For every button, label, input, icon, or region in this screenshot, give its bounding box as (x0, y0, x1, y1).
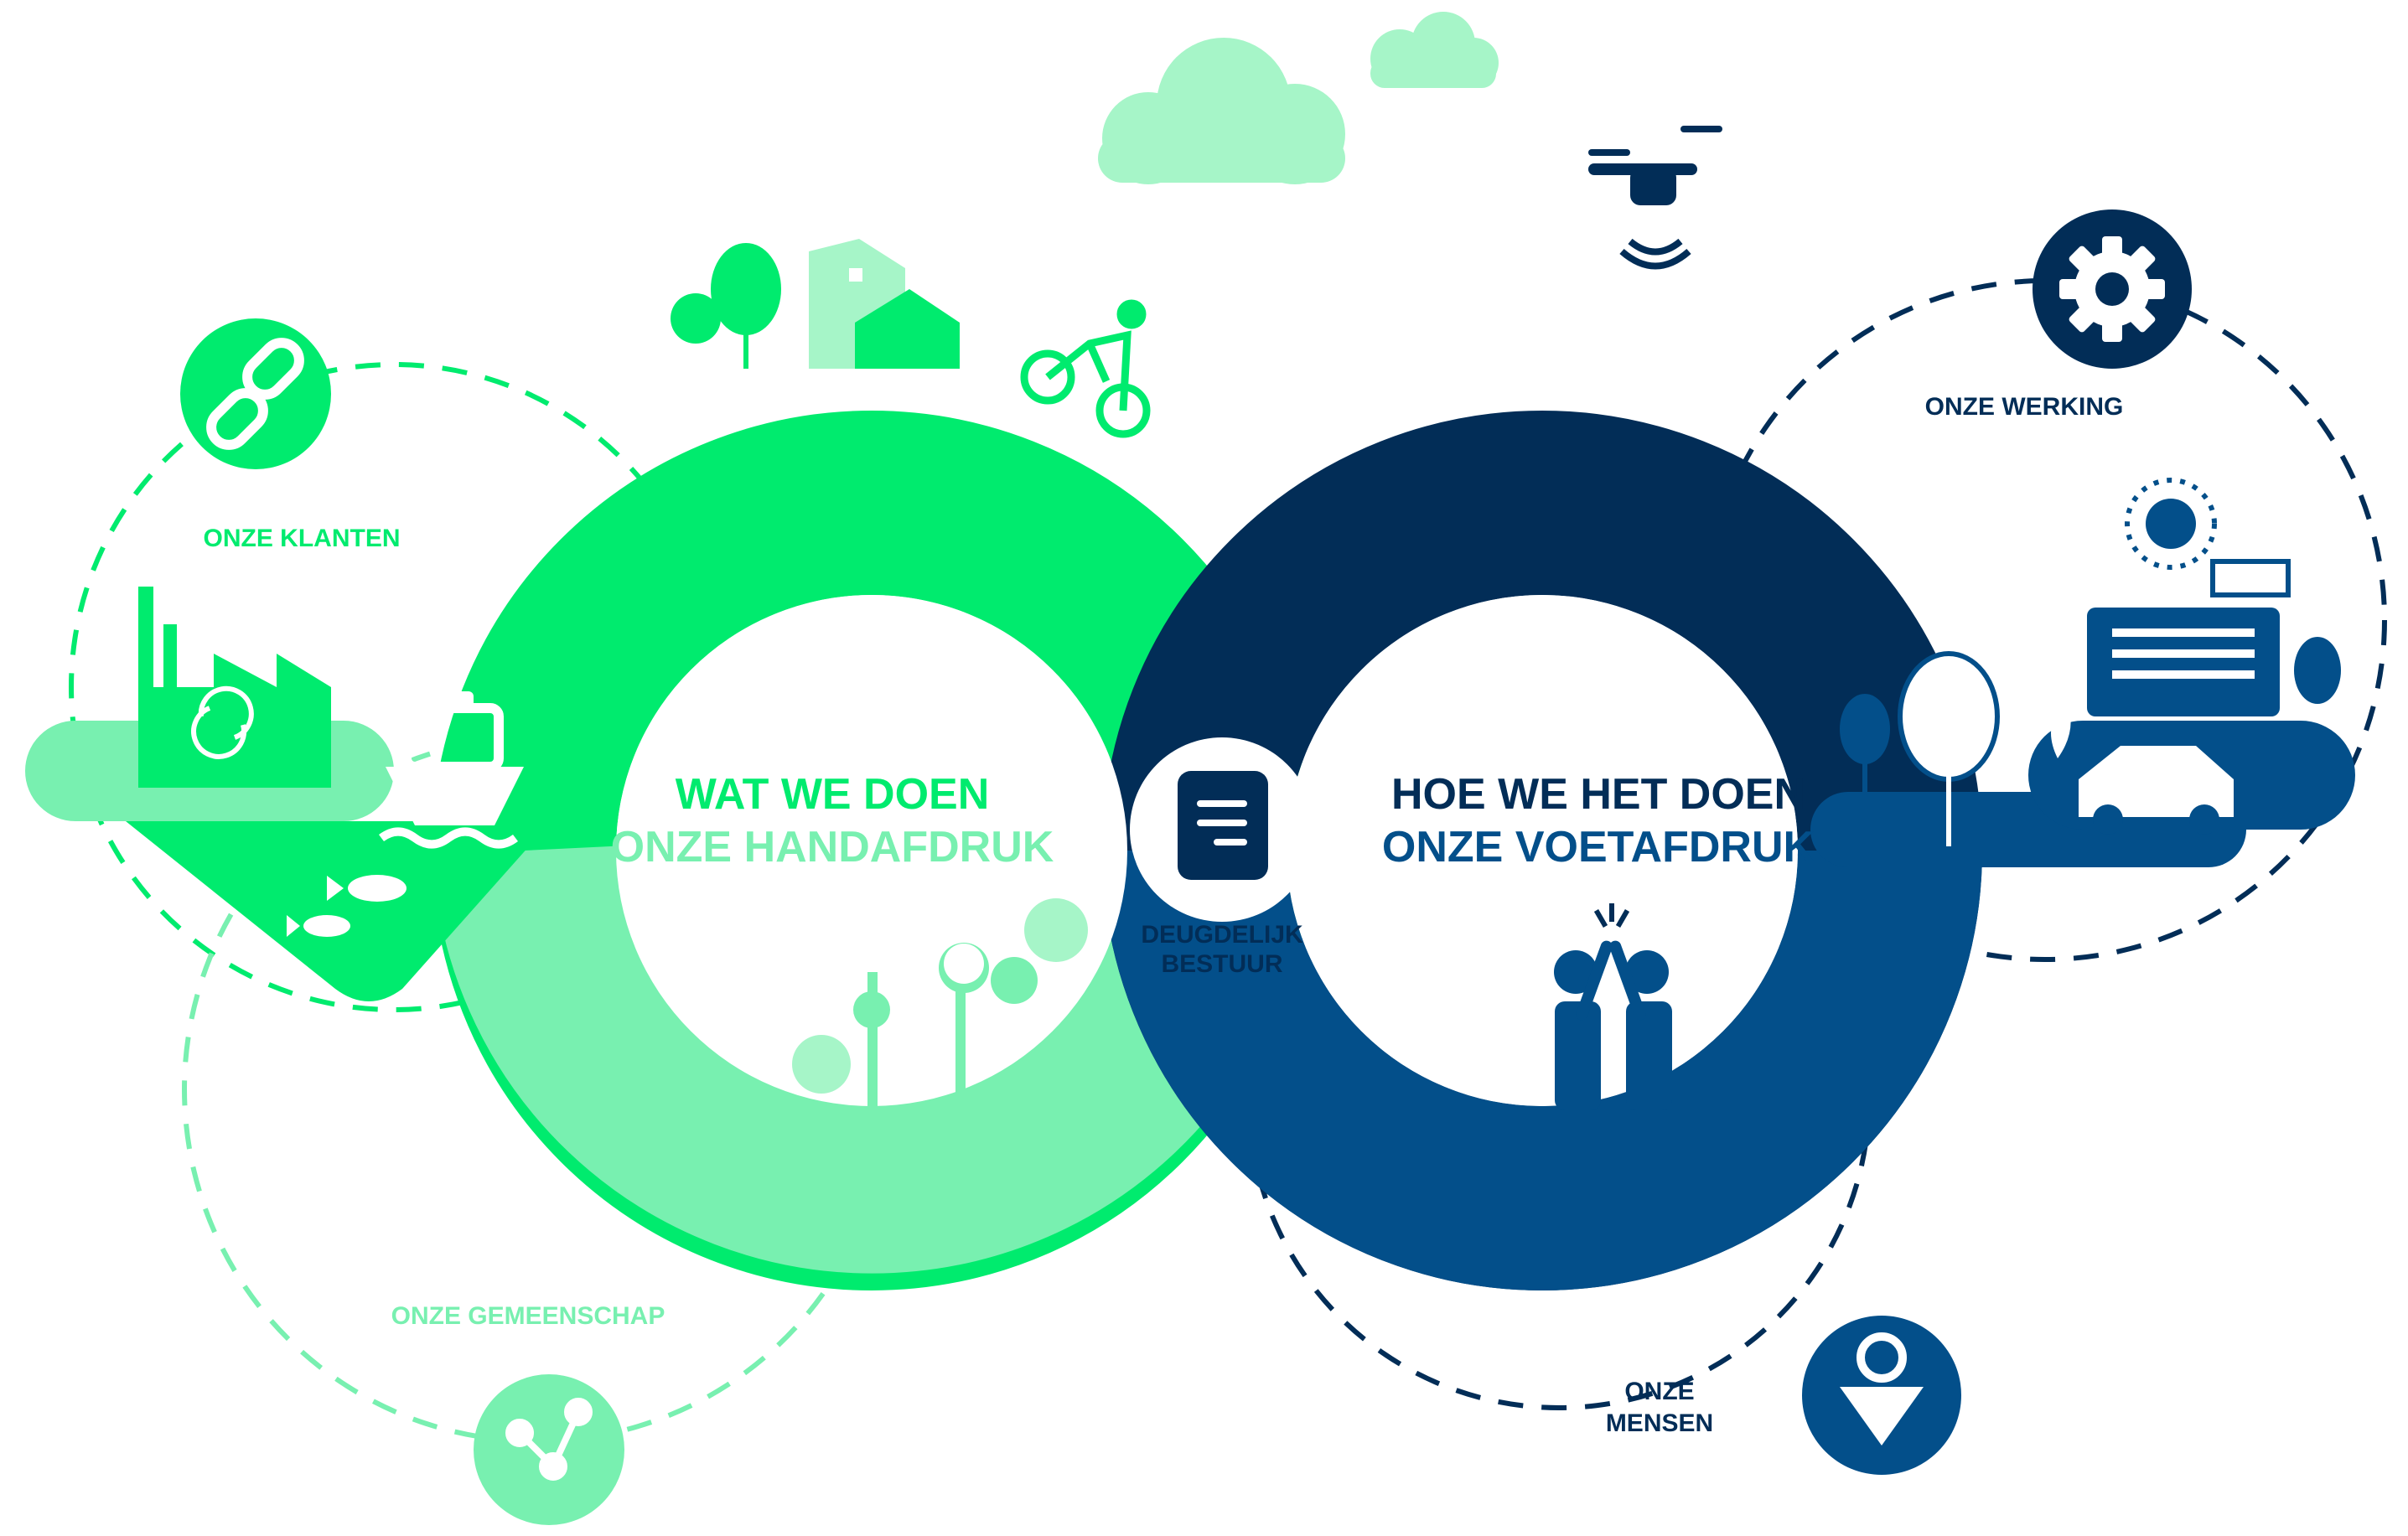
cloud-icon-small (1370, 12, 1499, 88)
cyclist-icon (1020, 299, 1151, 438)
document-icon (1178, 771, 1268, 880)
center-node (1130, 737, 1314, 922)
fish-icon (287, 875, 407, 937)
ship-icon (379, 691, 524, 849)
label-onze-mensen-line1: ONZE (1624, 1378, 1694, 1405)
high-five-people-icon (1554, 903, 1672, 1110)
center-label: DEUGDELIJK BESTUUR (1141, 921, 1303, 978)
gear-icon (2059, 236, 2165, 342)
wind-trees-icon (792, 898, 1088, 1115)
right-loop-title-line2: ONZE VOETAFDRUK (1382, 823, 1815, 871)
satellite-mensen[interactable] (1802, 1316, 1961, 1475)
label-onze-gemeenschap: ONZE GEMEENSCHAP (391, 1302, 665, 1330)
cloud-icon (1098, 38, 1345, 184)
right-loop-title: HOE WE HET DOEN ONZE VOETAFDRUK (1382, 770, 1815, 871)
label-onze-mensen-line2: MENSEN (1606, 1409, 1713, 1437)
center-label-line1: DEUGDELIJK (1141, 921, 1303, 949)
left-loop-title-line2: ONZE HANDAFDRUK (611, 823, 1054, 871)
satellite-gemeenschap[interactable] (474, 1374, 624, 1525)
sun-icon (2125, 478, 2217, 570)
drone-icon (1588, 126, 1722, 270)
trees-icon-right (1840, 651, 2000, 846)
factory-icon (138, 587, 331, 788)
left-loop-title: WAT WE DOEN ONZE HANDAFDRUK (611, 770, 1054, 871)
network-icon (505, 1398, 593, 1481)
car-icon (2051, 700, 2234, 835)
right-loop-title-line1: HOE WE HET DOEN (1391, 770, 1805, 819)
satellite-klanten[interactable] (180, 318, 331, 469)
person-icon (1840, 1332, 1924, 1445)
link-icon (206, 338, 304, 450)
left-loop-title-line1: WAT WE DOEN (676, 770, 990, 819)
label-onze-klanten: ONZE KLANTEN (204, 525, 401, 552)
trees-house-icon (671, 239, 960, 369)
building-solar-icon (2087, 559, 2341, 716)
center-label-line2: BESTUUR (1161, 950, 1282, 978)
label-onze-werking: ONZE WERKING (1925, 393, 2124, 421)
label-onze-mensen: ONZE MENSEN (1606, 1378, 1713, 1437)
satellite-werking[interactable] (2033, 209, 2192, 369)
